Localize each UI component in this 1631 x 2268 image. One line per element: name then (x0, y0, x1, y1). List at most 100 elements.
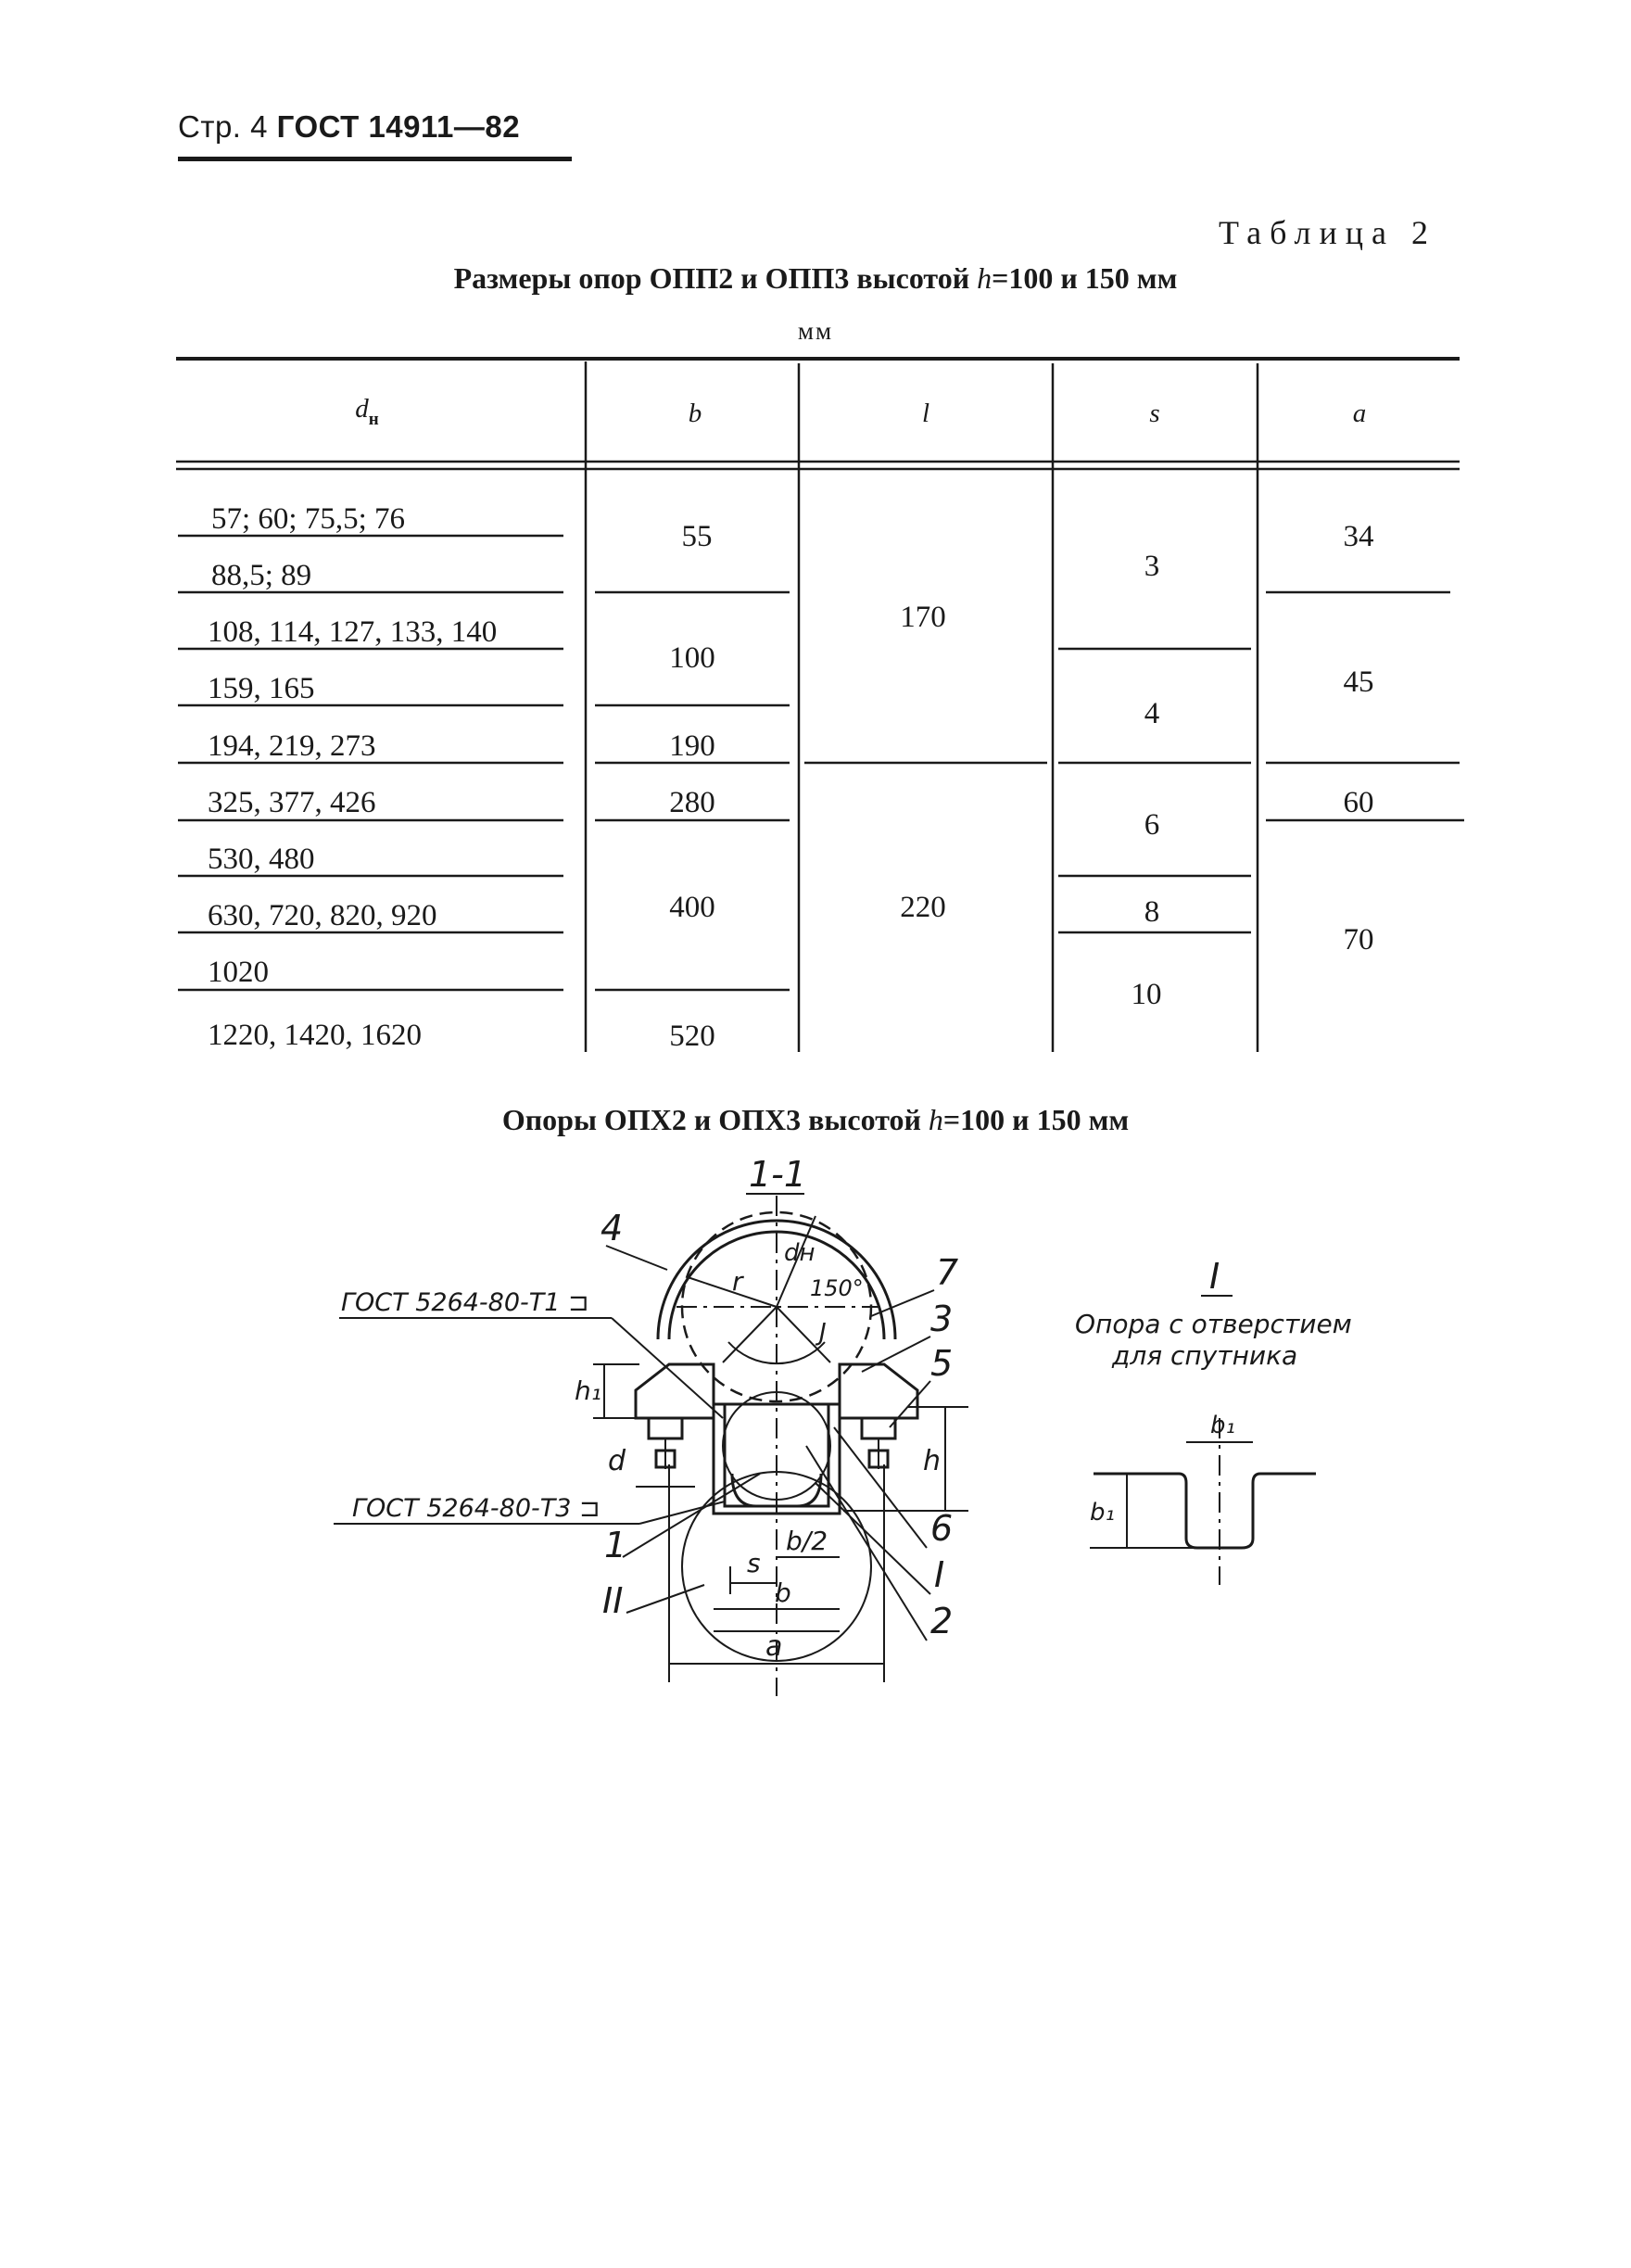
a-value: 70 (1344, 923, 1374, 957)
figure-title-end: =100 и 150 мм (942, 1103, 1130, 1136)
col-header-dn: dн (355, 394, 379, 429)
weld-leader-t1-b (611, 1317, 724, 1419)
table-title-text: Размеры опор ОПП2 и ОПП3 высотой (453, 261, 970, 295)
s-value: 6 (1144, 808, 1160, 842)
page-header: Стр. 4 ГОСТ 14911—82 (178, 109, 520, 145)
detail-mark: I (1209, 1256, 1220, 1297)
detail-caption-2: для спутника (1111, 1340, 1297, 1371)
header-underline (178, 157, 572, 161)
support-drawing: 1-1 r dн 150° J h₁ (334, 1154, 1352, 1696)
pipe-clamp (656, 1219, 897, 1340)
callout-6: 6 (930, 1508, 953, 1549)
diameter-line (776, 1215, 816, 1308)
angle-ray-left (722, 1306, 778, 1363)
table-label: Таблица 2 (1219, 214, 1436, 251)
dn-row: 108, 114, 127, 133, 140 (208, 615, 497, 649)
dn-values: 57; 60; 75,5; 76 88,5; 89 108, 114, 127,… (208, 502, 497, 1052)
callout-3: 3 (930, 1299, 953, 1339)
callout-4: 4 (601, 1208, 623, 1248)
dim-j: J (815, 1319, 827, 1347)
callout-1: 1 (604, 1525, 626, 1565)
dn-row: 159, 165 (208, 672, 315, 705)
weld-leader-t3-b (638, 1501, 726, 1525)
callout-5: 5 (930, 1343, 953, 1384)
s-row-dividers (1058, 647, 1251, 934)
callout-1-leader (622, 1473, 761, 1558)
s-value: 8 (1144, 895, 1160, 929)
table-units: мм (797, 317, 834, 345)
dim-r: r (732, 1266, 744, 1297)
b-row-dividers (595, 590, 790, 992)
col-header-l: l (922, 399, 929, 428)
l-values: 170 220 (900, 601, 946, 924)
a-value: 34 (1344, 520, 1374, 553)
dn-row: 194, 219, 273 (208, 729, 376, 763)
dn-row: 325, 377, 426 (208, 786, 376, 819)
dim-h: h (923, 1445, 941, 1477)
detail-caption-1: Опора с отверстием (1075, 1309, 1352, 1339)
callout-II-leader (626, 1584, 705, 1614)
dim-h1: h₁ (575, 1375, 601, 1406)
dim-a: a (765, 1630, 782, 1663)
callout-I-leader (815, 1482, 931, 1595)
dn-row: 88,5; 89 (211, 559, 311, 592)
standard-number: ГОСТ 14911—82 (276, 109, 521, 144)
dim-b-half: b/2 (786, 1526, 828, 1556)
dn-row: 1220, 1420, 1620 (208, 1019, 422, 1052)
angle-ray-right (776, 1306, 831, 1363)
dn-row: 630, 720, 820, 920 (208, 899, 437, 932)
page-number: Стр. 4 (178, 109, 268, 144)
dn-row: 530, 480 (208, 843, 315, 876)
support-body (712, 1402, 841, 1515)
l-value: 220 (900, 891, 946, 924)
dimensions-table: dн b l s a 57; 60; 75,5; 76 8 (176, 357, 1464, 1053)
a-values: 34 45 60 70 (1344, 520, 1374, 957)
col-header-b: b (689, 399, 702, 428)
section-label: 1-1 (749, 1154, 806, 1195)
callout-5-leader (889, 1380, 931, 1428)
b-value: 55 (682, 520, 713, 553)
callout-4-leader (605, 1245, 668, 1271)
callout-2: 2 (930, 1601, 953, 1641)
figure-title-var: h (928, 1103, 943, 1136)
weld-label-t1: ГОСТ 5264-80-Т1 ⊐ (341, 1288, 589, 1317)
col-header-a: a (1353, 399, 1367, 428)
s-values: 3 4 6 8 10 (1132, 550, 1162, 1011)
callout-7: 7 (936, 1252, 958, 1293)
angle-label: 150° (810, 1275, 864, 1301)
callout-II: II (602, 1580, 623, 1621)
table-title: Размеры опор ОПП2 и ОПП3 высотой h=100 и… (0, 261, 1631, 296)
callout-I: I (934, 1554, 944, 1595)
inner-pipe (722, 1391, 831, 1501)
col-header-s: s (1149, 399, 1159, 428)
callout-6-leader (833, 1426, 928, 1549)
a-row-dividers (1266, 590, 1464, 822)
s-value: 3 (1144, 550, 1160, 583)
dn-row-dividers (178, 534, 563, 992)
b-value: 400 (669, 891, 715, 924)
b-value: 100 (669, 641, 715, 675)
dim-d: d (608, 1445, 626, 1477)
s-value: 10 (1132, 978, 1162, 1011)
dim-b: b (775, 1577, 791, 1608)
table-title-end: =100 и 150 мм (992, 261, 1178, 295)
a-value: 60 (1344, 786, 1374, 819)
b-value: 280 (669, 786, 715, 819)
b-value: 520 (669, 1020, 715, 1053)
callout-2-leader (805, 1445, 928, 1641)
detail-b1-side: b₁ (1090, 1499, 1115, 1527)
dim-dn: dн (784, 1239, 816, 1267)
callout-7-leader (870, 1289, 935, 1317)
lower-pipe (681, 1471, 872, 1662)
callout-3-leader (861, 1336, 931, 1373)
detail-b1-top: b₁ (1210, 1412, 1235, 1439)
weld-label-t3: ГОСТ 5264-80-Т3 ⊐ (352, 1494, 601, 1523)
dn-row: 57; 60; 75,5; 76 (211, 502, 405, 536)
left-lug (634, 1362, 715, 1469)
figure-title: Опоры ОПХ2 и ОПХ3 высотой h=100 и 150 мм (0, 1103, 1631, 1137)
s-value: 4 (1144, 697, 1160, 730)
dn-row: 1020 (208, 956, 269, 989)
angle-arc (727, 1341, 826, 1365)
dim-s: s (747, 1548, 761, 1578)
a-value: 45 (1344, 665, 1374, 699)
